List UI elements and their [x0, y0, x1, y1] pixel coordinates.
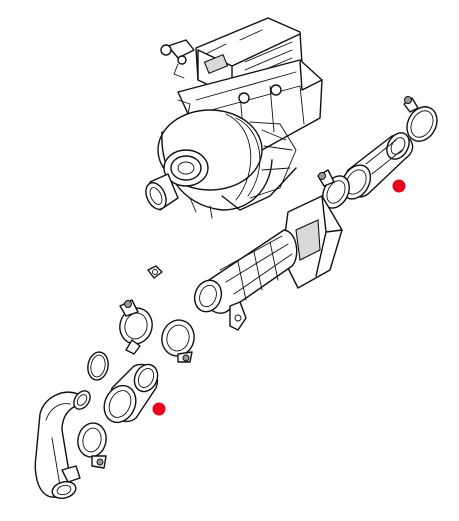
- upper-hose-clamp: [403, 96, 438, 142]
- elbow-clamp: [77, 422, 107, 469]
- lower-intake-hose: [103, 363, 159, 424]
- o-ring: [87, 351, 109, 381]
- turbocharger: [145, 17, 323, 219]
- lower-hose-marker: [152, 402, 166, 416]
- intake-duct: [193, 195, 343, 331]
- elbow-pipe: [34, 390, 91, 500]
- duct-bolt: [147, 265, 163, 279]
- upper-hose-marker: [392, 179, 406, 193]
- lower-clamp-b: [161, 319, 195, 363]
- lower-clamp-a: [119, 299, 153, 355]
- middle-hose-clamp: [317, 169, 350, 209]
